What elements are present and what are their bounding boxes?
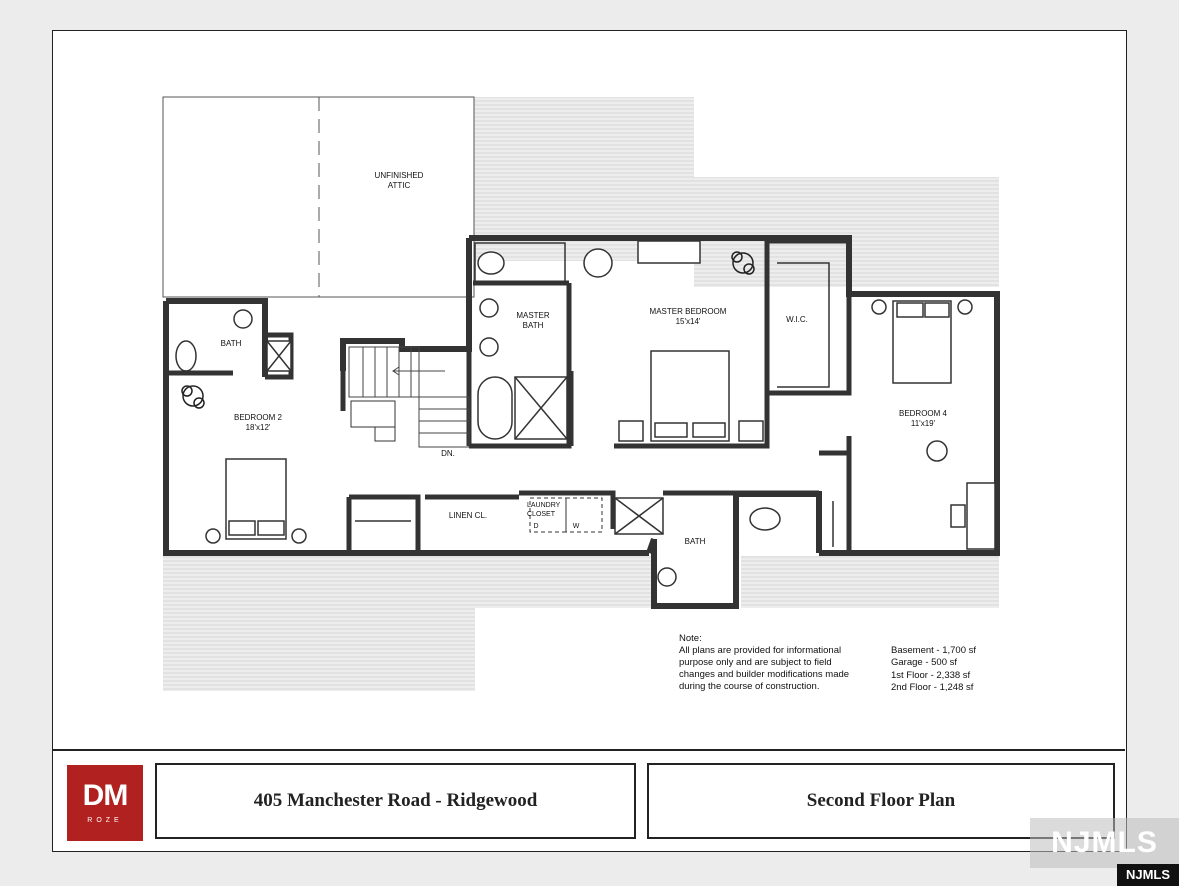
- laundry-units: [529, 497, 603, 533]
- note-line1: All plans are provided for informational: [679, 645, 842, 656]
- label-bath1: BATH: [220, 339, 242, 348]
- master-bedroom-name: MASTER BEDROOM: [649, 307, 727, 316]
- note-line4: during the course of construction.: [679, 681, 820, 692]
- plan-sheet: UNFINISHED ATTIC BATH BEDROOM 2 18'x12' …: [52, 30, 1127, 852]
- label-master-bath: MASTER BATH: [508, 311, 558, 331]
- wic-racks: [777, 262, 830, 388]
- note-heading: Note:: [679, 633, 702, 644]
- bedroom4-furniture: [871, 299, 996, 550]
- njmls-watermark: NJMLS NJMLS: [1030, 818, 1179, 886]
- staircase: [348, 346, 470, 448]
- logo-subtext: ROZE: [87, 817, 123, 824]
- label-master-bedroom: MASTER BEDROOM 15'x14': [633, 307, 743, 327]
- plant-bedroom2: [181, 385, 205, 409]
- sheet-title-text: Second Floor Plan: [806, 790, 956, 811]
- bath2-fixtures: [614, 497, 781, 587]
- desk-bedroom2: [350, 400, 396, 428]
- master-bath-fixtures: [474, 242, 568, 440]
- master-bedroom-furniture: [583, 240, 764, 442]
- bedroom4-name: BEDROOM 4: [898, 409, 947, 418]
- area-first-floor: 1st Floor - 2,338 sf: [891, 669, 971, 681]
- label-washer: W: [572, 523, 580, 530]
- area-second-floor: 2nd Floor - 1,248 sf: [891, 681, 974, 693]
- bedroom4-size: 11'x19': [910, 419, 936, 428]
- njmls-mark: NJMLS: [1030, 818, 1179, 868]
- closet-shelves: [355, 501, 834, 547]
- area-garage: Garage - 500 sf: [891, 657, 958, 669]
- njmls-tag: NJMLS: [1117, 864, 1179, 886]
- logo-text: DM: [82, 779, 129, 812]
- label-bath2: BATH: [684, 537, 706, 546]
- area-summary: Basement - 1,700 sf Garage - 500 sf 1st …: [891, 645, 1021, 694]
- plant-master: [731, 251, 755, 275]
- attic-label-line2: ATTIC: [387, 181, 411, 190]
- label-dryer: D: [533, 523, 539, 530]
- bedroom2-size: 18'x12': [245, 423, 271, 432]
- bath1-fixtures: [175, 309, 292, 372]
- bed-bedroom2: [205, 458, 307, 544]
- label-bedroom2: BEDROOM 2 18'x12': [213, 413, 303, 433]
- label-wic: W.I.C.: [786, 315, 808, 324]
- roof-area-top: [474, 97, 694, 261]
- bedroom2-name: BEDROOM 2: [233, 413, 282, 422]
- master-bath-line2: BATH: [522, 321, 544, 330]
- master-bath-line1: MASTER: [516, 311, 550, 320]
- title-block-divider: [53, 749, 1125, 751]
- address-text: 405 Manchester Road - Ridgewood: [253, 790, 538, 811]
- dm-roze-logo: DM ROZE: [67, 765, 143, 841]
- label-laundry-closet: LAUNDRY CLOSET: [527, 501, 567, 519]
- laundry-line1: LAUNDRY: [527, 502, 561, 509]
- laundry-line2: CLOSET: [527, 511, 556, 518]
- master-bedroom-size: 15'x14': [675, 317, 701, 326]
- label-bedroom4: BEDROOM 4 11'x19': [883, 409, 963, 429]
- attic-label-line1: UNFINISHED: [374, 171, 424, 180]
- label-linen-closet: LINEN CL.: [448, 511, 488, 520]
- roof-area-bottom-left: [163, 556, 475, 691]
- address-box: 405 Manchester Road - Ridgewood: [155, 763, 636, 839]
- label-unfinished-attic: UNFINISHED ATTIC: [359, 171, 439, 191]
- area-basement: Basement - 1,700 sf: [891, 645, 977, 656]
- label-stairs-down: DN.: [441, 449, 455, 458]
- note-line3: changes and builder modifications made: [679, 669, 850, 680]
- plan-note: Note: All plans are provided for informa…: [679, 633, 879, 693]
- sheet-title-box: Second Floor Plan: [647, 763, 1115, 839]
- exterior-walls: [163, 235, 1000, 609]
- floor-plan-drawing: [162, 96, 1000, 691]
- note-line2: purpose only and are subject to field: [679, 657, 832, 668]
